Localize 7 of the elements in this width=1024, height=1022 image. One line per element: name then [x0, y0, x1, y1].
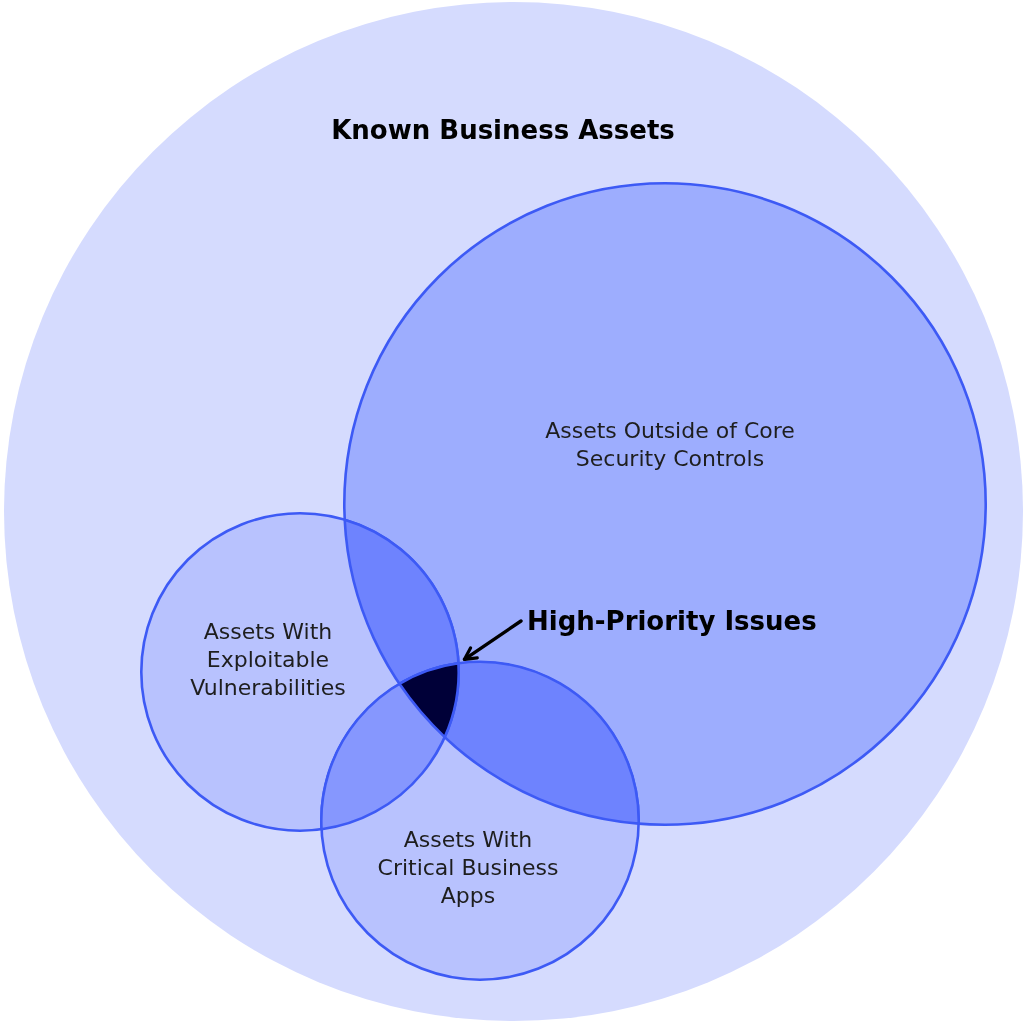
set-label: Assets With Exploitable Vulnerabilities: [189, 618, 347, 702]
callout-label: High-Priority Issues: [527, 605, 817, 637]
set-title: Known Business Assets: [331, 114, 675, 146]
set-label: Assets With Critical Business Apps: [376, 826, 560, 910]
arrow: [462, 619, 523, 661]
highlight-region: [398, 661, 460, 739]
set-label: Assets Outside of Core Security Controls: [544, 417, 796, 473]
